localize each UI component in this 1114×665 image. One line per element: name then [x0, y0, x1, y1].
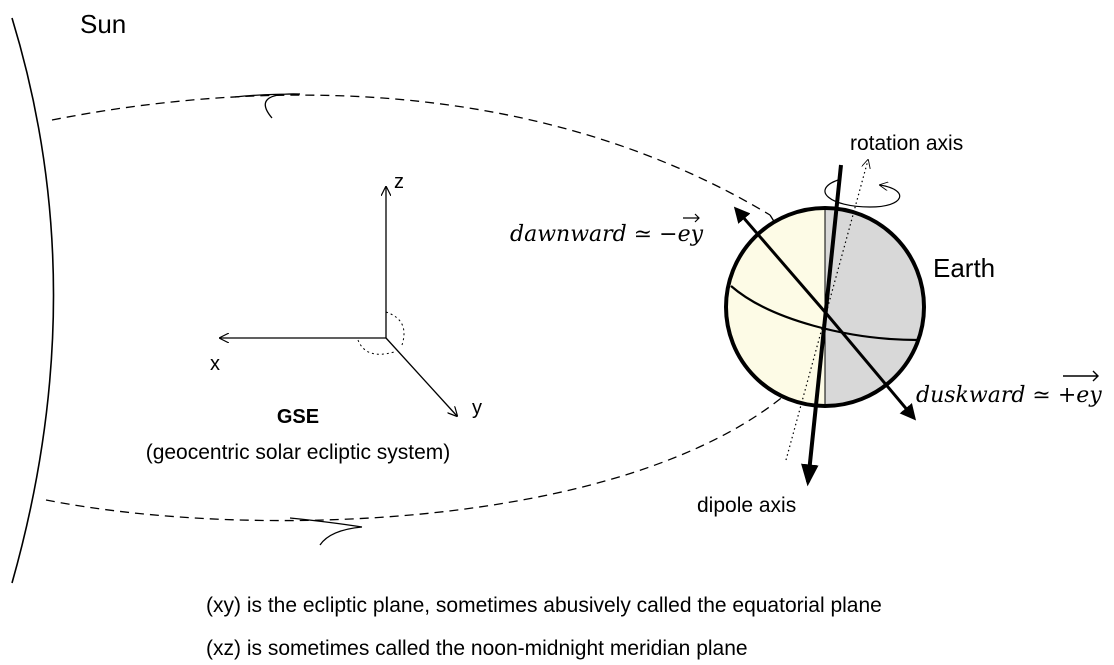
- axis-x-label: x: [210, 353, 220, 375]
- axis-angle-marks: [357, 311, 405, 355]
- flow-marker-top: [234, 93, 301, 119]
- system-name: GSE: [277, 406, 319, 428]
- flow-marker-bottom: [289, 517, 363, 546]
- rotation-axis-label: rotation axis: [850, 132, 963, 155]
- note-ecliptic-plane: (xy) is the ecliptic plane, sometimes ab…: [206, 594, 882, 617]
- rotation-arrow: [824, 179, 901, 208]
- dipole-axis-line: [801, 164, 843, 487]
- field-line-top: [51, 94, 771, 216]
- sun-limb: [11, 17, 55, 584]
- system-description: (geocentric solar ecliptic system): [146, 441, 451, 464]
- earth-outline: [724, 206, 926, 408]
- axis-y-line: [385, 337, 457, 416]
- dawnward-arrow: [733, 206, 827, 313]
- earth-label: Earth: [933, 253, 995, 283]
- dipole-axis-label: dipole axis: [697, 494, 796, 517]
- dawnward-text: dawnward ≃ −: [510, 222, 678, 247]
- sun-label: Sun: [80, 9, 126, 39]
- field-line-bottom: [45, 394, 786, 522]
- axis-z-label: z: [394, 171, 404, 193]
- duskward-vector-arrow: [1063, 370, 1099, 382]
- note-meridian-plane: (xz) is sometimes called the noon-midnig…: [206, 637, 748, 660]
- dawnward-label: dawnward ≃ −ey: [510, 222, 704, 247]
- duskward-label: duskward ≃ +ey: [916, 383, 1102, 408]
- duskward-arrow: [823, 311, 917, 421]
- duskward-vector: +ey: [1058, 383, 1102, 408]
- earth-equator: [730, 285, 919, 342]
- dawnward-vector-arrow: [683, 213, 700, 223]
- axis-y-label: y: [472, 397, 482, 419]
- dawnward-vector: ey: [678, 222, 704, 247]
- duskward-text: duskward ≃: [916, 383, 1058, 408]
